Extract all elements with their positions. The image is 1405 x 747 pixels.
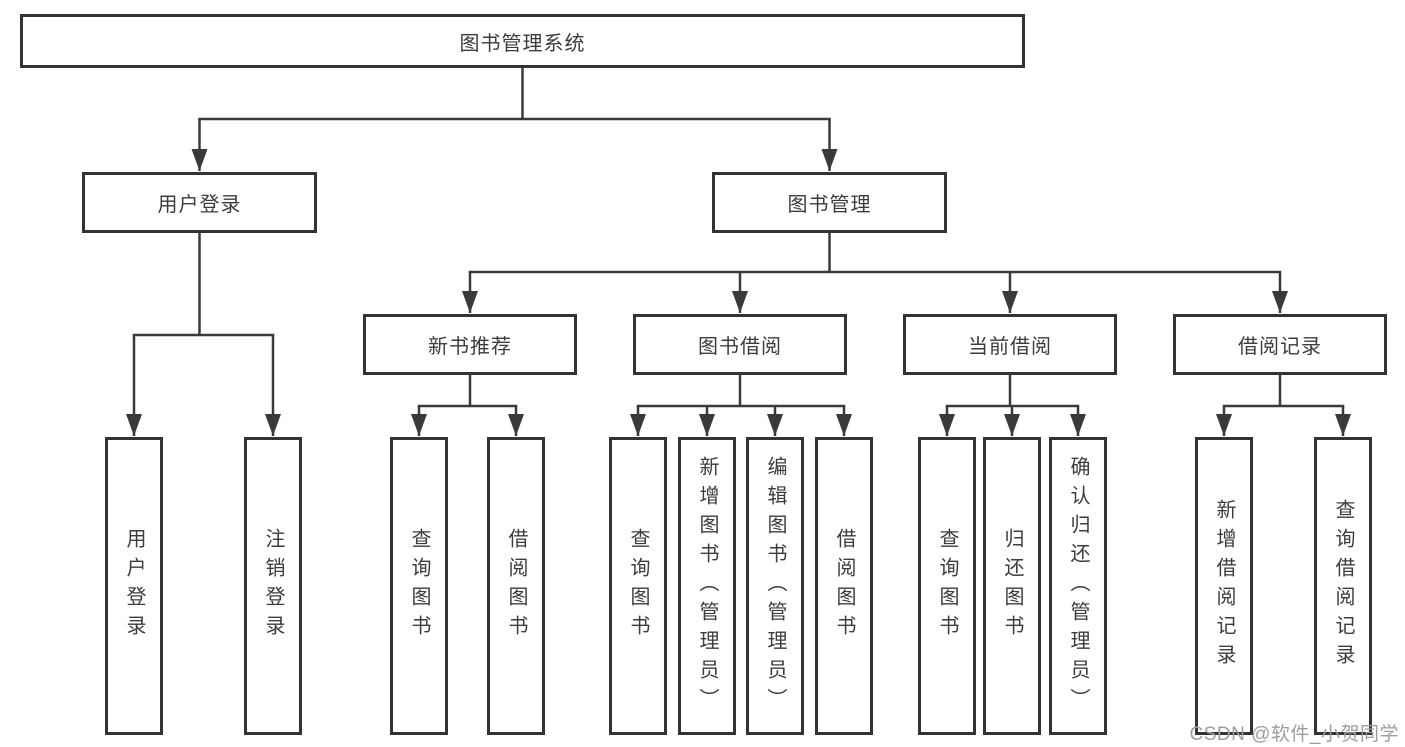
node-leaf-query-books-3: 查询图书 (918, 437, 976, 735)
node-label: 查询图书 (627, 528, 649, 644)
node-label: 查询图书 (408, 528, 430, 644)
node-current-borrowing: 当前借阅 (903, 314, 1117, 375)
node-label: 注销登录 (262, 528, 284, 644)
node-leaf-query-books-2: 查询图书 (609, 437, 667, 735)
node-leaf-add-books-admin: 新增图书（管理员） (678, 437, 736, 735)
node-label: 借阅图书 (505, 528, 527, 644)
node-leaf-query-books-1: 查询图书 (390, 437, 448, 735)
node-user-login: 用户登录 (82, 172, 317, 233)
node-label: 图书管理 (787, 194, 872, 216)
node-label: 新增借阅记录 (1213, 499, 1235, 673)
node-leaf-user-login: 用户登录 (105, 437, 163, 735)
node-leaf-borrow-books-1: 借阅图书 (487, 437, 545, 735)
node-label: 图书管理系统 (459, 32, 586, 55)
node-label: 确认归还（管理员） (1067, 455, 1089, 717)
node-label: 用户登录 (157, 194, 242, 216)
node-book-borrowing: 图书借阅 (633, 314, 847, 375)
node-label: 图书借阅 (698, 336, 782, 358)
node-leaf-logout: 注销登录 (244, 437, 302, 735)
node-leaf-return-books: 归还图书 (983, 437, 1041, 735)
node-leaf-edit-books-admin: 编辑图书（管理员） (746, 437, 804, 735)
node-label: 查询图书 (936, 528, 958, 644)
node-book-management: 图书管理 (712, 172, 947, 233)
node-label: 查询借阅记录 (1332, 499, 1354, 673)
node-leaf-borrow-books-2: 借阅图书 (815, 437, 873, 735)
node-leaf-add-borrow-record: 新增借阅记录 (1195, 437, 1253, 735)
node-label: 新书推荐 (428, 336, 512, 358)
node-label: 借阅图书 (833, 528, 855, 644)
node-label: 新增图书（管理员） (696, 455, 718, 717)
node-label: 编辑图书（管理员） (764, 455, 786, 717)
node-root: 图书管理系统 (20, 14, 1025, 68)
node-leaf-confirm-return-admin: 确认归还（管理员） (1049, 437, 1107, 735)
csdn-watermark: CSDN @软件_小贺同学 (1189, 724, 1399, 745)
node-leaf-query-borrow-record: 查询借阅记录 (1314, 437, 1372, 735)
node-new-book-recommend: 新书推荐 (363, 314, 577, 375)
node-label: 归还图书 (1001, 528, 1023, 644)
node-label: 当前借阅 (968, 336, 1052, 358)
node-borrowing-records: 借阅记录 (1173, 314, 1387, 375)
node-label: 借阅记录 (1238, 336, 1322, 358)
node-label: 用户登录 (123, 528, 145, 644)
